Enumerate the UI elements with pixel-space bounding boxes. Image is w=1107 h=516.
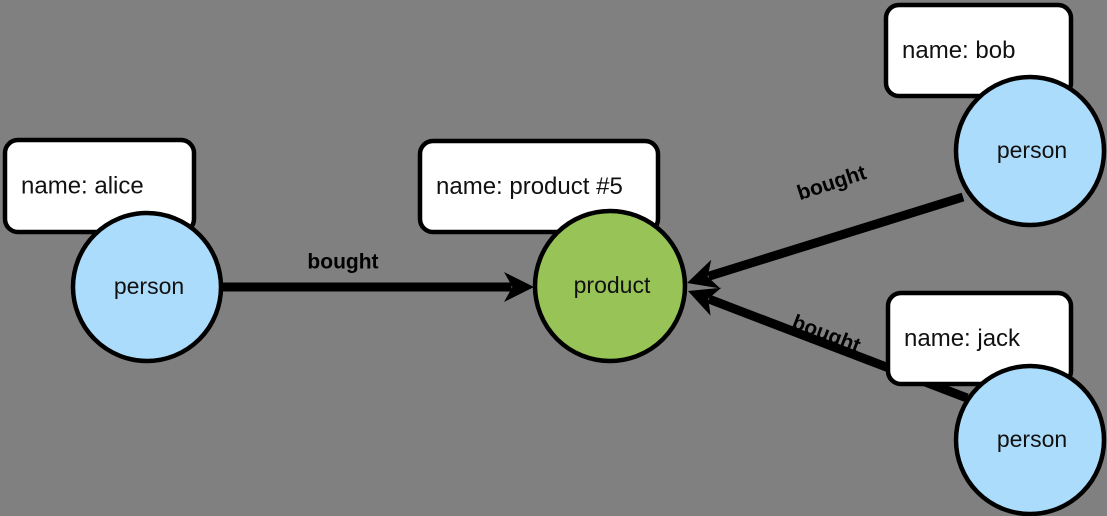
arrow-head-icon xyxy=(688,287,722,316)
edge-line[interactable] xyxy=(707,192,965,281)
property-boxes-layer: name: alice name: product #5 name: bob n… xyxy=(2,2,1074,387)
property-box-rect[interactable] xyxy=(417,138,661,235)
property-box-text: name: bob xyxy=(902,37,1015,64)
property-box-product5[interactable]: name: product #5 xyxy=(417,138,661,235)
node-label: product xyxy=(574,272,651,298)
edge-label-jack-bought: bought xyxy=(789,311,864,358)
node-alice[interactable]: person xyxy=(70,210,224,364)
edge-bob-bought-product[interactable] xyxy=(687,192,965,289)
arrow-head-icon xyxy=(687,259,721,289)
node-circle[interactable] xyxy=(953,363,1107,516)
edge-label-alice-bought: bought xyxy=(307,251,378,274)
node-label: person xyxy=(997,137,1067,163)
node-product5[interactable]: product xyxy=(532,208,688,364)
property-box-text: name: product #5 xyxy=(436,173,623,200)
node-jack[interactable]: person xyxy=(953,363,1107,516)
node-label: person xyxy=(997,426,1067,452)
arrow-head-icon xyxy=(504,272,534,302)
node-circle[interactable] xyxy=(953,74,1107,228)
node-label: person xyxy=(114,273,184,299)
node-circle[interactable] xyxy=(532,208,688,364)
edge-label-bob-bought: bought xyxy=(794,161,869,205)
nodes-layer: person product person person xyxy=(70,74,1107,516)
node-bob[interactable]: person xyxy=(953,74,1107,228)
property-box-bob[interactable]: name: bob xyxy=(883,2,1074,99)
property-box-text: name: jack xyxy=(904,325,1021,352)
property-box-text: name: alice xyxy=(21,172,144,199)
node-circle[interactable] xyxy=(70,210,224,364)
edge-alice-bought-product[interactable] xyxy=(222,272,534,302)
